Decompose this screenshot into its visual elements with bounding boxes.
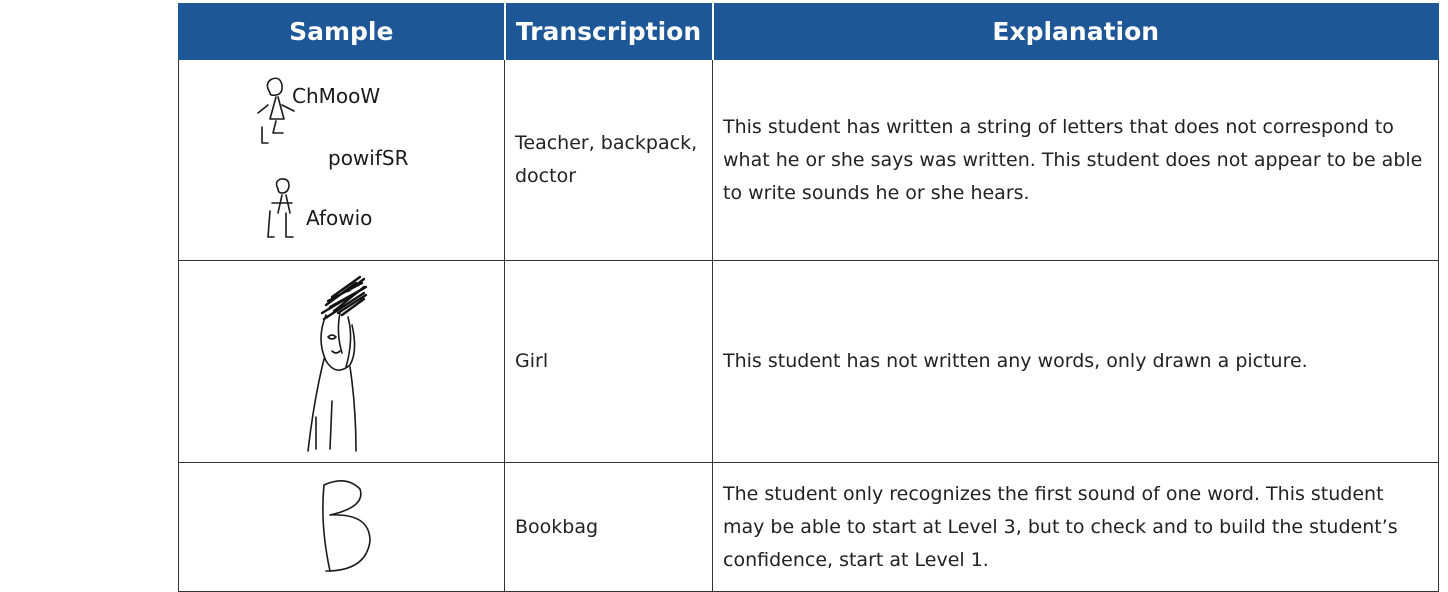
explanation-cell: This student has not written any words, … (712, 260, 1439, 463)
sample-word-2: powifSR (328, 146, 409, 170)
sample-word-1: ChMooW (292, 84, 380, 108)
table-row: Girl This student has not written any wo… (178, 260, 1439, 463)
sample-cell: ChMooW powifSR Afowio (178, 59, 505, 261)
sample-cell (178, 462, 505, 592)
sample-cell (178, 260, 505, 463)
transcription-cell: Bookbag (504, 462, 713, 592)
letter-b-drawing-image (321, 480, 371, 572)
stick-figure-teacher-drawing (256, 77, 295, 144)
explanation-cell: The student only recognizes the first so… (712, 462, 1439, 592)
header-transcription: Transcription (503, 3, 714, 60)
sample-word-3: Afowio (306, 206, 372, 230)
table-row: Bookbag The student only recognizes the … (178, 462, 1439, 592)
explanation-cell: This student has written a string of let… (712, 59, 1439, 261)
girl-drawing-image (306, 275, 367, 452)
table-row: ChMooW powifSR Afowio Teacher, backpack,… (178, 59, 1439, 261)
header-sample: Sample (178, 3, 506, 60)
handwriting-sample-letters-image: ChMooW powifSR Afowio (256, 77, 409, 238)
page-top-edge (0, 0, 1448, 3)
transcription-cell: Girl (504, 260, 713, 463)
stick-figure-doctor-drawing (266, 178, 294, 238)
transcription-cell: Teacher, backpack, doctor (504, 59, 713, 261)
writing-samples-table: Sample Transcription Explanation (178, 3, 1439, 592)
header-explanation: Explanation (711, 3, 1439, 60)
table-header-row: Sample Transcription Explanation (178, 3, 1439, 60)
